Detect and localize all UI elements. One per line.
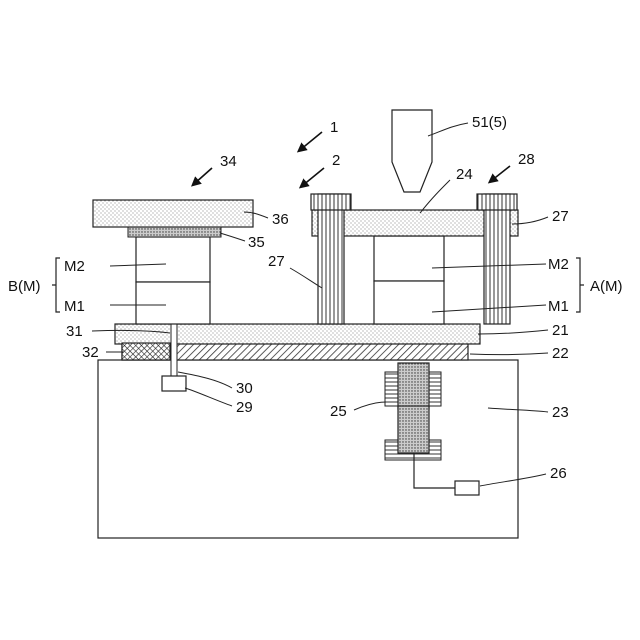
bracket-b bbox=[52, 258, 60, 312]
workpiece-b-m2 bbox=[136, 237, 210, 282]
label-ref-21: 21 bbox=[552, 322, 569, 339]
label-ref-28: 28 bbox=[518, 151, 535, 168]
label-group-a: A(M) bbox=[590, 278, 623, 295]
label-b-m2: M2 bbox=[64, 258, 85, 275]
pin-31 bbox=[171, 324, 177, 378]
label-ref-2: 2 bbox=[332, 152, 340, 169]
label-a-m2: M2 bbox=[548, 256, 569, 273]
controller-26 bbox=[455, 481, 479, 495]
plate-21 bbox=[115, 324, 480, 344]
label-ref-1: 1 bbox=[330, 119, 338, 136]
column-27-left bbox=[318, 194, 344, 324]
arrow-34 bbox=[194, 168, 212, 184]
workpiece-a-m2 bbox=[374, 236, 444, 281]
layer-35 bbox=[128, 226, 221, 237]
column-27-right bbox=[484, 194, 510, 324]
nozzle-51 bbox=[392, 110, 432, 192]
label-ref-27-left: 27 bbox=[268, 253, 285, 270]
label-ref-25: 25 bbox=[330, 403, 347, 420]
label-ref-51: 51(5) bbox=[472, 114, 507, 131]
label-group-b: B(M) bbox=[8, 278, 41, 295]
label-ref-36: 36 bbox=[272, 211, 289, 228]
label-a-m1: M1 bbox=[548, 298, 569, 315]
label-ref-27-right: 27 bbox=[552, 208, 569, 225]
arrow-2 bbox=[302, 168, 324, 186]
base-body-23 bbox=[98, 360, 518, 538]
workpiece-b-m1 bbox=[136, 282, 210, 324]
workpiece-a-m1 bbox=[374, 281, 444, 324]
bracket-a bbox=[576, 258, 584, 312]
label-ref-34: 34 bbox=[220, 153, 237, 170]
arrow-28 bbox=[491, 166, 510, 181]
label-ref-35: 35 bbox=[248, 234, 265, 251]
sensor-29 bbox=[162, 376, 186, 391]
column-27-left-cap bbox=[311, 194, 351, 210]
label-ref-22: 22 bbox=[552, 345, 569, 362]
label-ref-29: 29 bbox=[236, 399, 253, 416]
plate-36 bbox=[93, 200, 253, 227]
label-ref-26: 26 bbox=[550, 465, 567, 482]
arrow-1 bbox=[300, 132, 322, 150]
actuator-25-upper-core bbox=[398, 363, 429, 409]
actuator-25-lower-core bbox=[398, 406, 429, 453]
label-ref-31: 31 bbox=[66, 323, 83, 340]
label-ref-32: 32 bbox=[82, 344, 99, 361]
column-27-right-cap bbox=[477, 194, 517, 210]
label-ref-23: 23 bbox=[552, 404, 569, 421]
label-ref-30: 30 bbox=[236, 380, 253, 397]
label-b-m1: M1 bbox=[64, 298, 85, 315]
block-32 bbox=[122, 343, 170, 360]
label-ref-24: 24 bbox=[456, 166, 473, 183]
